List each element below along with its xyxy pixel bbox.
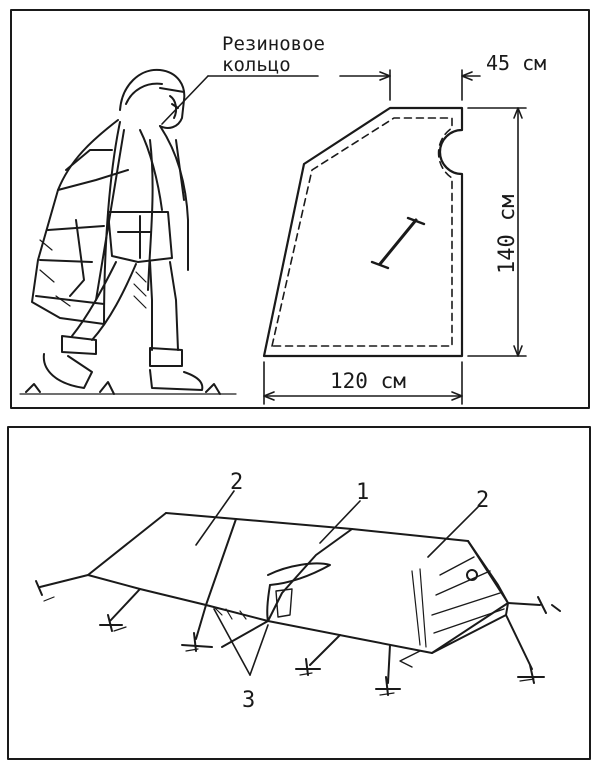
- poncho-pattern-outline: [262, 106, 464, 358]
- dimension-bottom-label: 120 см: [330, 369, 406, 393]
- callout-2-right: 2: [476, 488, 489, 513]
- dimension-side-label: 140 см: [495, 195, 520, 274]
- top-panel-drawing: Резиновое кольцо 45 см 140 см 120 см: [10, 9, 590, 409]
- dimension-top-45: [339, 69, 481, 101]
- tent-illustration: [35, 512, 561, 696]
- rubber-ring-leader: [161, 75, 319, 125]
- rubber-ring-label-line2: кольцо: [222, 54, 291, 76]
- dimension-bottom-120: [263, 361, 463, 405]
- top-panel: Резиновое кольцо 45 см 140 см 120 см: [10, 9, 590, 409]
- rubber-ring-label-line1: Резиновое: [222, 33, 325, 55]
- bottom-panel-drawing: 2 1 2 3: [7, 426, 591, 760]
- bottom-panel: 2 1 2 3: [0, 425, 600, 762]
- hiker-in-poncho-illustration: [19, 68, 237, 395]
- top-panel-frame: [10, 9, 590, 409]
- label-leaders: [195, 490, 479, 676]
- poncho-pattern-seam-line: [271, 117, 453, 347]
- callout-3: 3: [242, 688, 255, 713]
- grommet-slot-marker: [370, 216, 426, 270]
- callout-2-left: 2: [230, 470, 243, 495]
- bottom-panel-frame: [7, 426, 591, 760]
- dimension-side-140: [467, 107, 527, 357]
- dimension-top-label: 45 см: [486, 51, 546, 75]
- callout-1: 1: [356, 480, 369, 505]
